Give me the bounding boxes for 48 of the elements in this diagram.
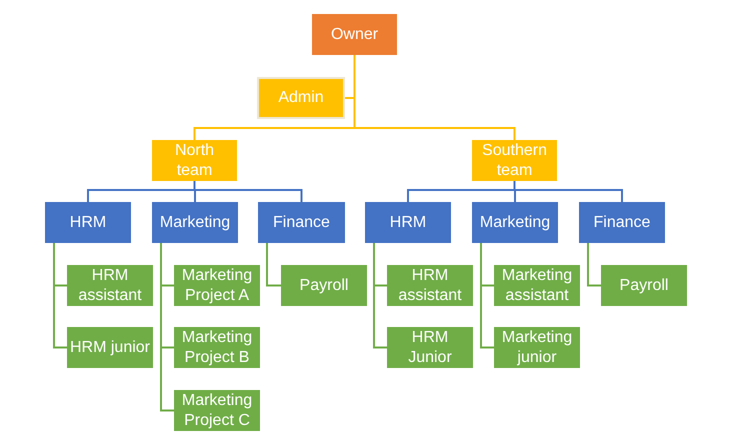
org-box (387, 327, 473, 368)
org-box (174, 265, 260, 306)
org-box (387, 265, 473, 306)
org-box (67, 327, 153, 368)
org-box (152, 202, 238, 243)
role-label: HRM (70, 212, 106, 232)
role-label: Marketing (160, 212, 230, 232)
org-box (365, 202, 451, 243)
role-label: Marketing Project C (180, 390, 254, 430)
role-label: Owner (330, 24, 378, 44)
org-box (494, 327, 580, 368)
org-box (174, 390, 260, 431)
org-box (494, 265, 580, 306)
role-label: Marketing (480, 212, 550, 232)
org-box (312, 14, 397, 55)
role-label: Marketing junior (500, 328, 574, 368)
org-box (281, 265, 367, 306)
org-box (579, 202, 665, 243)
role-label: North team (174, 140, 216, 180)
connector-line (266, 243, 281, 286)
role-label: Admin (278, 88, 324, 108)
org-box (472, 140, 557, 181)
org-box (67, 265, 153, 306)
org-box (258, 202, 345, 243)
role-label: HRM junior (70, 338, 150, 358)
connector-line (514, 181, 623, 202)
role-label: Finance (273, 212, 330, 232)
org-box (472, 202, 558, 243)
org-box (152, 140, 237, 181)
org-box (174, 327, 260, 368)
role-label: Southern team (482, 140, 547, 180)
role-label: Marketing Project B (180, 328, 254, 368)
role-label: HRM Junior (407, 328, 453, 368)
org-box (601, 265, 687, 306)
role-label: Payroll (300, 276, 348, 296)
role-label: Payroll (620, 276, 668, 296)
role-label: HRM (390, 212, 426, 232)
org-box (257, 77, 345, 119)
role-label: Marketing Project A (180, 266, 254, 306)
connector-line (160, 243, 174, 412)
role-label: HRM assistant (77, 266, 143, 306)
connector-line (194, 181, 302, 202)
role-label: HRM assistant (397, 266, 463, 306)
connector-line (587, 243, 601, 286)
connector-line (354, 55, 516, 140)
role-label: Marketing assistant (500, 266, 574, 306)
role-label: Finance (594, 212, 650, 232)
org-box (45, 202, 131, 243)
